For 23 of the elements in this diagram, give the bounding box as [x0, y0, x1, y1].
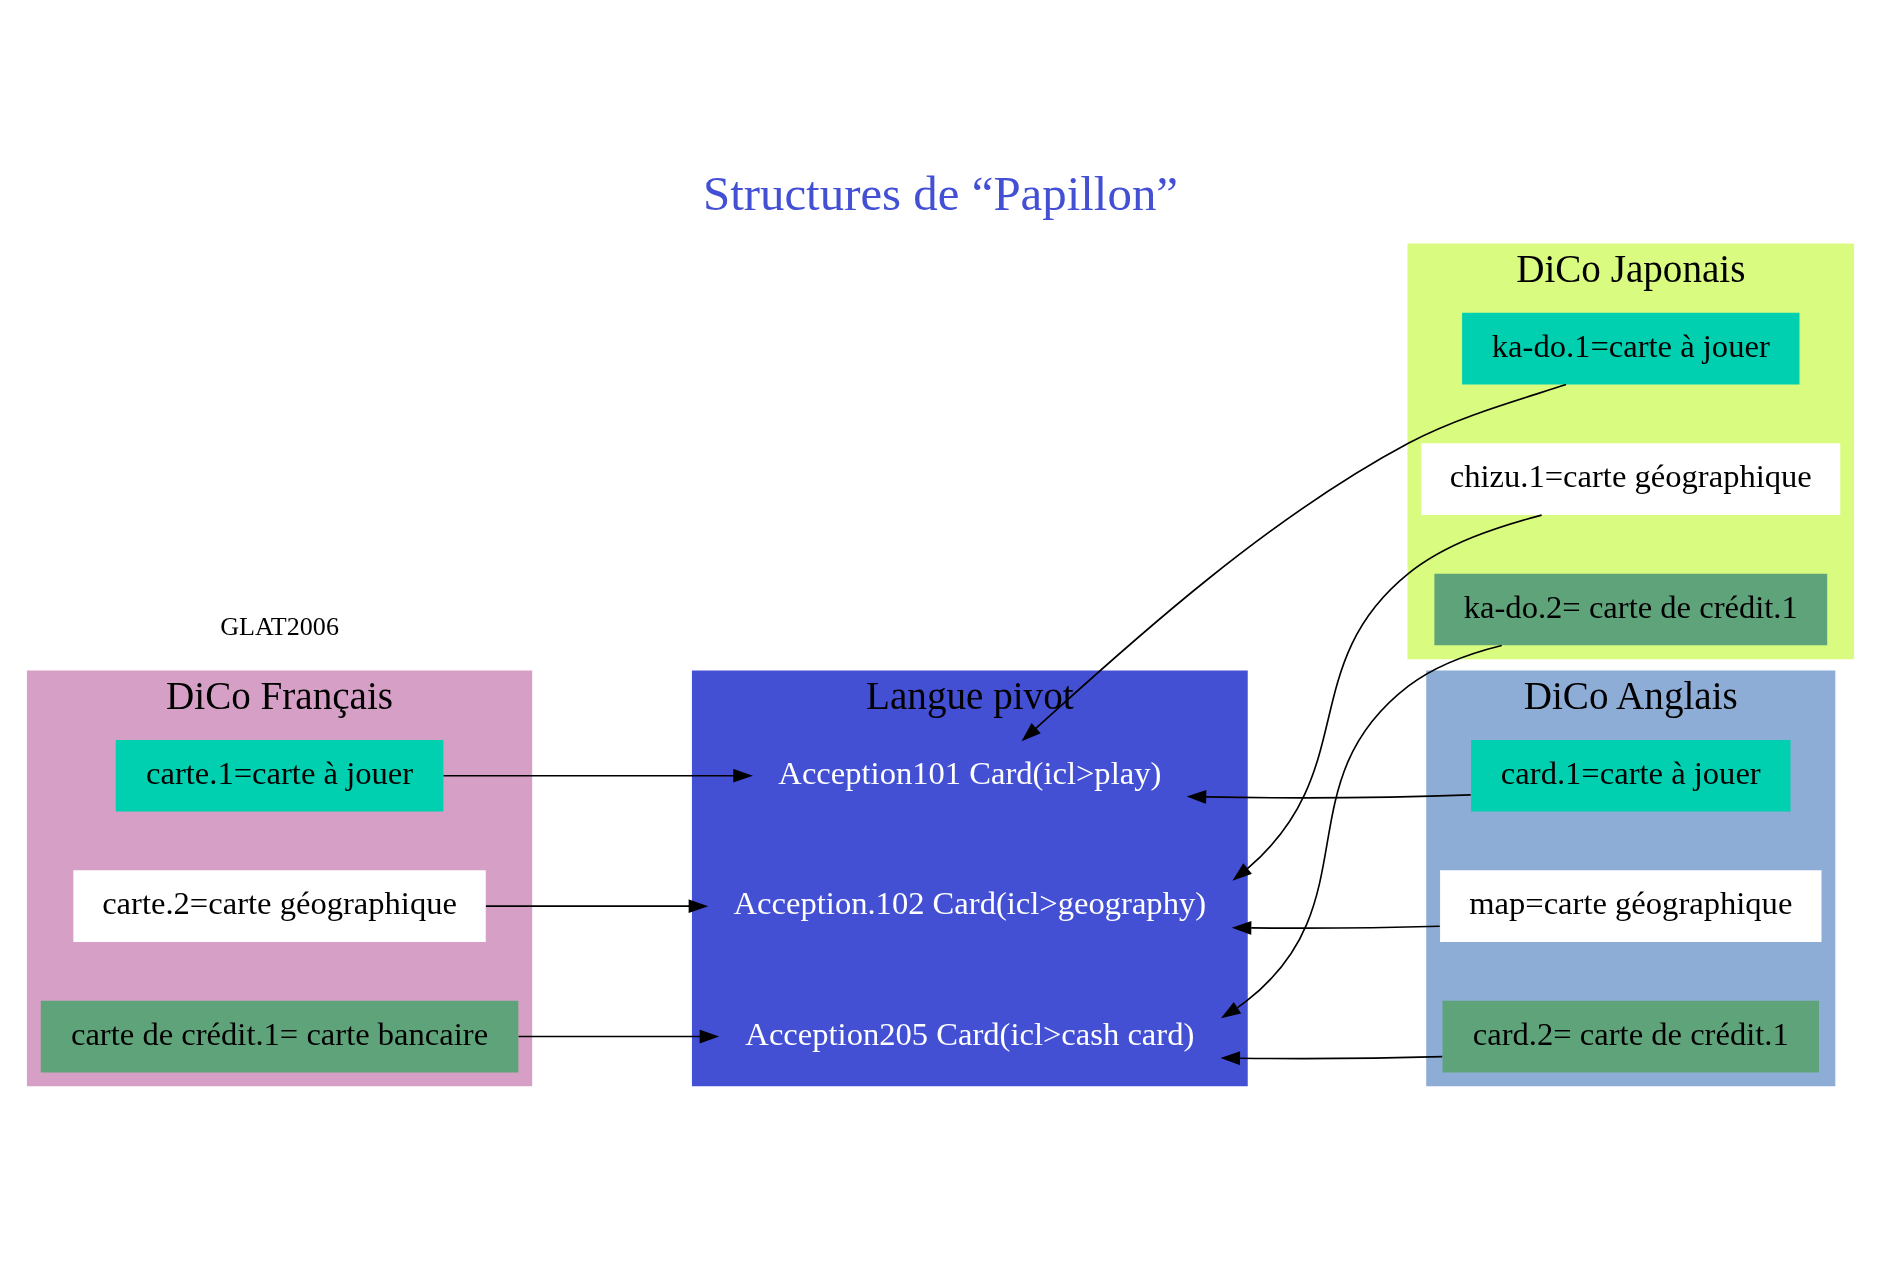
node-box: ka-do.1=carte à jouer [1462, 312, 1800, 385]
node-text: Acception101 Card(icl>play) [778, 754, 1162, 791]
node-box: card.2= carte de crédit.1 [1442, 1000, 1820, 1073]
arrow [442, 768, 753, 783]
arrow [1220, 1051, 1444, 1066]
node-box: carte de crédit.1= carte bancaire [40, 1000, 519, 1073]
node-box: chizu.1=carte géographique [1421, 443, 1841, 515]
arrow [1021, 383, 1567, 742]
node-box: ka-do.2= carte de crédit.1 [1434, 573, 1828, 646]
arrow [517, 1029, 720, 1044]
node-box: map=carte géographique [1440, 870, 1822, 942]
arrow [1231, 921, 1441, 935]
node-box: card.1=carte à jouer [1471, 739, 1791, 812]
arrow [485, 899, 709, 913]
diagram-title: Structures de “Papillon” [702, 166, 1179, 222]
node-box: carte.2=carte géographique [73, 870, 486, 942]
label: GLAT2006 [220, 612, 339, 642]
arrow [1186, 790, 1472, 804]
arrow [1221, 644, 1503, 1019]
node-text: Acception205 Card(icl>cash card) [745, 1015, 1195, 1052]
arrow [1232, 514, 1543, 881]
node-text: Acception.102 Card(icl>geography) [733, 885, 1207, 922]
node-box: carte.1=carte à jouer [115, 739, 444, 812]
